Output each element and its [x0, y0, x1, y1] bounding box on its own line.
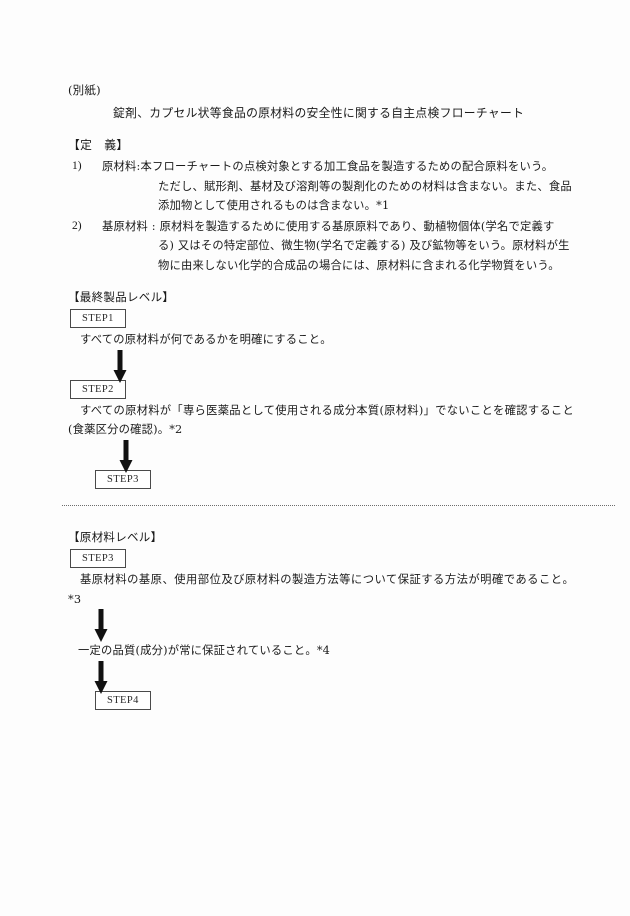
definition-item-2: 2) 基原材料 : 原材料を製造するために使用する基原原料であり、動植物個体(学… — [68, 217, 574, 276]
step1-description: すべての原材料が何であるかを明確にすること。 — [80, 333, 332, 346]
page-title: 錠剤、カプセル状等食品の原材料の安全性に関する自主点検フローチャート — [113, 106, 525, 120]
step-box-step3-final[interactable]: STEP3 — [95, 469, 151, 489]
definition-number-1: 1) — [72, 160, 82, 172]
section-divider — [62, 505, 615, 507]
step-box-step2[interactable]: STEP2 — [70, 379, 126, 399]
document-header: (別紙) 錠剤、カプセル状等食品の原材料の安全性に関する自主点検フローチャート — [68, 82, 578, 123]
step2-description: すべての原材料が「専ら医薬品として使用される成分本質(原材料)」でないことを確認… — [68, 403, 574, 437]
definition-2-line-3: 物に由来しない化学的合成品の場合には、原材料に含まれる化学物質をいう。 — [158, 258, 560, 272]
step-row-step3-material: STEP3 — [70, 549, 574, 568]
definition-item-1: 1) 原材料:本フローチャートの点検対象とする加工食品を製造するための配合原料を… — [68, 157, 574, 216]
step-row-step2: STEP2 — [70, 379, 574, 399]
step-row-step4: STEP4 — [95, 690, 574, 710]
step-box-step4[interactable]: STEP4 — [95, 690, 151, 710]
definition-1-line-1: 原材料:本フローチャートの点検対象とする加工食品を製造するための配合原料をいう。 — [102, 160, 554, 173]
flowchart-material-level: 【原材料レベル】 STEP3 基原材料の基原、使用部位及び原材料の製造方法等につ… — [68, 528, 574, 710]
quality-description: 一定の品質(成分)が常に保証されていること。*4 — [78, 644, 331, 657]
flow-arrow-step1-to-step2 — [112, 349, 574, 383]
flow-heading-final-product: 【最終製品レベル】 — [68, 290, 175, 304]
step3-description: 基原材料の基原、使用部位及び原材料の製造方法等について保証する方法が明確であるこ… — [68, 573, 574, 606]
flowchart-final-product-level: 【最終製品レベル】 STEP1 すべての原材料が何であるかを明確にすること。 S… — [68, 288, 574, 489]
attachment-label: (別紙) — [68, 83, 101, 97]
flow-arrow-quality-to-step4 — [93, 660, 574, 694]
definition-1-line-3: 添加物として使用されるものは含まない。*1 — [158, 199, 390, 212]
definition-2-line-2: る) 又はその特定部位、微生物(学名で定義する) 及び鉱物等をいう。原材料が生 — [158, 239, 570, 252]
definition-2-line-1: 基原材料 : 原材料を製造するために使用する基原原料であり、動植物個体(学名で定… — [102, 219, 555, 233]
definitions-heading: 【定 義】 — [68, 138, 129, 152]
step-row-step3-final: STEP3 — [95, 469, 574, 489]
definition-1-line-2: ただし、賦形剤、基材及び溶剤等の製剤化のための材料は含まない。また、食品 — [158, 179, 572, 193]
step-box-step3-material[interactable]: STEP3 — [70, 549, 126, 568]
definition-body-1: 原材料:本フローチャートの点検対象とする加工食品を製造するための配合原料をいう。… — [102, 157, 574, 216]
definition-body-2: 基原材料 : 原材料を製造するために使用する基原原料であり、動植物個体(学名で定… — [102, 217, 574, 276]
step-row-step1: STEP1 — [70, 309, 574, 328]
definition-number-2: 2) — [72, 219, 82, 232]
step-box-step1[interactable]: STEP1 — [70, 309, 126, 328]
flow-heading-material: 【原材料レベル】 — [68, 530, 163, 544]
flow-arrow-step2-to-step3 — [118, 439, 574, 473]
flow-arrow-step3-to-quality — [93, 609, 574, 642]
definitions-section: 【定 義】 1) 原材料:本フローチャートの点検対象とする加工食品を製造するため… — [68, 136, 574, 275]
